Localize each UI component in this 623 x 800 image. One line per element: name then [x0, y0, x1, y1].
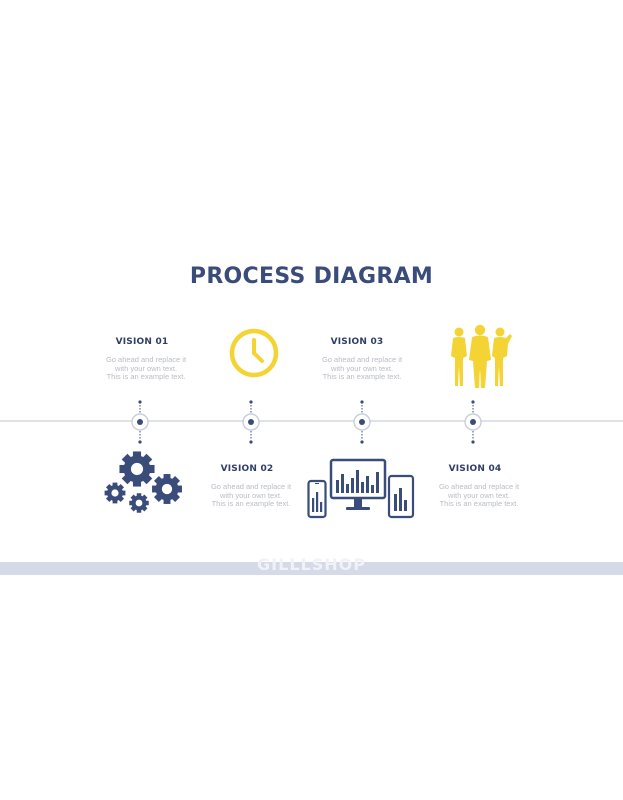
timeline-axis — [0, 420, 623, 422]
step-3-desc-line: with your own text. — [330, 363, 394, 373]
step-1-desc-line: Go ahead and replace it — [105, 355, 187, 364]
step-4-desc-line: Go ahead and replace it — [438, 482, 520, 491]
step-3-heading: VISION 03 — [330, 337, 384, 347]
timeline-node-2 — [242, 400, 260, 444]
step-3-desc-line: This is an example text. — [322, 372, 402, 381]
step-2-desc-line: Go ahead and replace it — [210, 482, 292, 491]
page-title: PROCESS DIAGRAM — [189, 264, 434, 289]
step-1-description: Go ahead and replace it with your own te… — [86, 355, 206, 382]
watermark: GILLLSHOP — [257, 555, 366, 574]
devices-chart-icon — [307, 458, 415, 519]
step-2-heading: VISION 02 — [220, 464, 274, 474]
step-1-heading: VISION 01 — [115, 337, 169, 347]
step-2-description: Go ahead and replace it with your own te… — [191, 482, 311, 509]
step-1-desc-line: This is an example text. — [106, 372, 186, 381]
business-team-icon — [451, 324, 512, 388]
step-2-desc-line: This is an example text. — [211, 499, 291, 508]
step-3-description: Go ahead and replace it with your own te… — [302, 355, 422, 382]
step-4-desc-line: This is an example text. — [439, 499, 519, 508]
timeline-node-1 — [131, 400, 149, 444]
timeline-node-4 — [464, 400, 482, 444]
step-2-desc-line: with your own text. — [219, 490, 283, 500]
timeline-node-3 — [353, 400, 371, 444]
clock-icon — [229, 328, 279, 378]
step-4-heading: VISION 04 — [448, 464, 502, 474]
step-1-desc-line: with your own text. — [114, 363, 178, 373]
footer-band — [0, 562, 623, 575]
step-4-description: Go ahead and replace it with your own te… — [419, 482, 539, 509]
step-4-desc-line: with your own text. — [447, 490, 511, 500]
gears-icon — [104, 451, 182, 513]
step-3-desc-line: Go ahead and replace it — [321, 355, 403, 364]
